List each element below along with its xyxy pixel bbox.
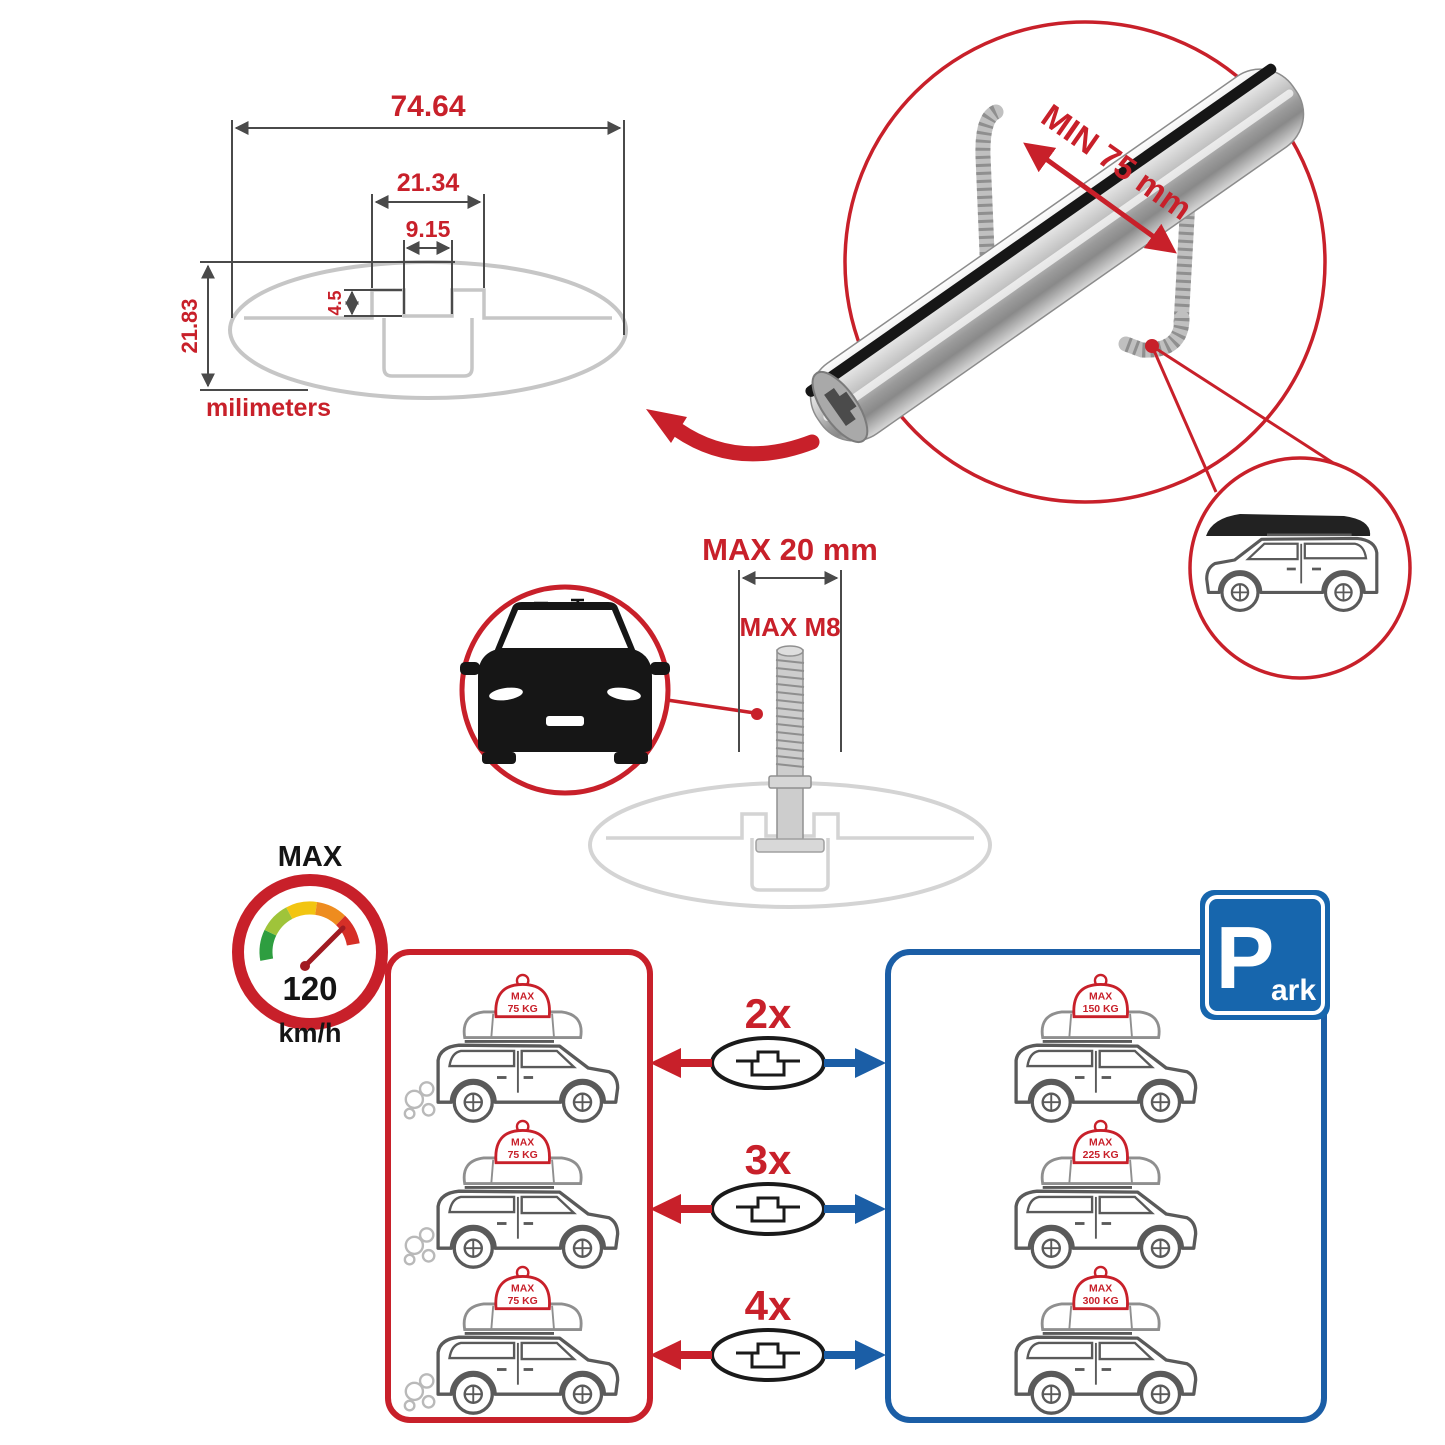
gauge-ring (232, 874, 388, 1030)
crossbar-count-column: 2x 3x 4x (650, 990, 886, 1382)
gauge-value: 120 (282, 970, 337, 1007)
dim-mid-width: 21.34 (397, 169, 460, 197)
gauge-max-label: MAX (278, 841, 343, 873)
suv-side-icon: MAX 75 KG (403, 975, 618, 1121)
load-badge-label: MAX (511, 992, 534, 1003)
clamp-hook-left-icon (975, 104, 1004, 284)
section-pointer-arrow (646, 409, 820, 462)
load-badge-weight: 300 KG (1083, 1296, 1119, 1307)
vehicle-roofbox-circle (1188, 456, 1412, 680)
bar-detail-circle: MIN 75 mm (805, 20, 1339, 504)
crossbar-section-icon (710, 1182, 826, 1236)
clamp-hook-curl-icon (1118, 310, 1190, 358)
max-length-label: MAX 20 mm (702, 532, 878, 567)
park-sign-rest: ark (1271, 974, 1316, 1007)
bolt-diagram: MAX 20 mm MAX M8 (588, 532, 992, 909)
speed-limit-gauge: MAX 120 km/h (232, 841, 388, 1048)
suv-side-icon: MAX 75 KG (403, 1121, 618, 1267)
bar-section-top-profile (244, 288, 612, 320)
right-arrow-icon (855, 1194, 886, 1224)
min-clamp-arrow (1023, 142, 1177, 254)
count-label: 2x (745, 990, 792, 1037)
dim-inner-width: 9.15 (406, 216, 451, 242)
driving-load-panel: MAX 75 KG MAX 75 KG MAX 75 KG (385, 949, 653, 1423)
load-badge-weight: 150 KG (1083, 1004, 1119, 1015)
roof-box-icon (1206, 514, 1371, 536)
load-badge-weight: 75 KG (508, 1004, 538, 1015)
park-sign: P ark (1200, 890, 1330, 1020)
crossbar-section-icon (710, 1036, 826, 1090)
dim-lip-height: 4.5 (325, 290, 345, 315)
mounting-bolt-icon (755, 645, 825, 853)
load-badge-label: MAX (1089, 992, 1112, 1003)
load-badge-label: MAX (1089, 1138, 1112, 1149)
gauge-unit: km/h (278, 1018, 341, 1048)
dim-total-width: 74.64 (390, 90, 465, 123)
suv-side-icon: MAX 225 KG (1016, 1121, 1196, 1267)
right-arrow-icon (855, 1340, 886, 1370)
left-arrow-icon (650, 1194, 681, 1224)
suv-side-icon: MAX 150 KG (1016, 975, 1196, 1121)
parked-load-panel: MAX 150 KG MAX 225 KG MAX 300 KG P ark (885, 890, 1330, 1423)
units-label: milimeters (206, 394, 331, 422)
load-badge-label: MAX (511, 1284, 534, 1295)
gauge-needle (302, 925, 346, 969)
suv-side-icon: MAX 75 KG (403, 1267, 618, 1413)
load-badge-weight: 75 KG (508, 1296, 538, 1307)
crossbar-section-icon (710, 1328, 826, 1382)
dim-total-height: 21.83 (177, 298, 202, 353)
left-arrow-icon (650, 1340, 681, 1370)
park-sign-letter: P (1216, 908, 1275, 1007)
count-label: 4x (745, 1282, 792, 1329)
clamp-hook-right-icon (1173, 192, 1196, 333)
right-arrow-icon (855, 1048, 886, 1078)
max-thread-label: MAX M8 (739, 612, 840, 642)
load-badge-weight: 75 KG (508, 1150, 538, 1161)
count-label: 3x (745, 1136, 792, 1183)
suv-side-icon: MAX 300 KG (1016, 1267, 1196, 1413)
load-badge-label: MAX (511, 1138, 534, 1149)
load-badge-weight: 225 KG (1083, 1150, 1119, 1161)
car-front-icon (460, 602, 670, 764)
bar-section-channel (382, 318, 474, 378)
left-arrow-icon (650, 1048, 681, 1078)
cross-section-diagram: 74.64 21.34 9.15 4.5 21.83 milimeters (177, 90, 628, 422)
gauge-arc (259, 901, 360, 961)
load-badge-label: MAX (1089, 1284, 1112, 1295)
bike-car-circle (459, 584, 763, 796)
